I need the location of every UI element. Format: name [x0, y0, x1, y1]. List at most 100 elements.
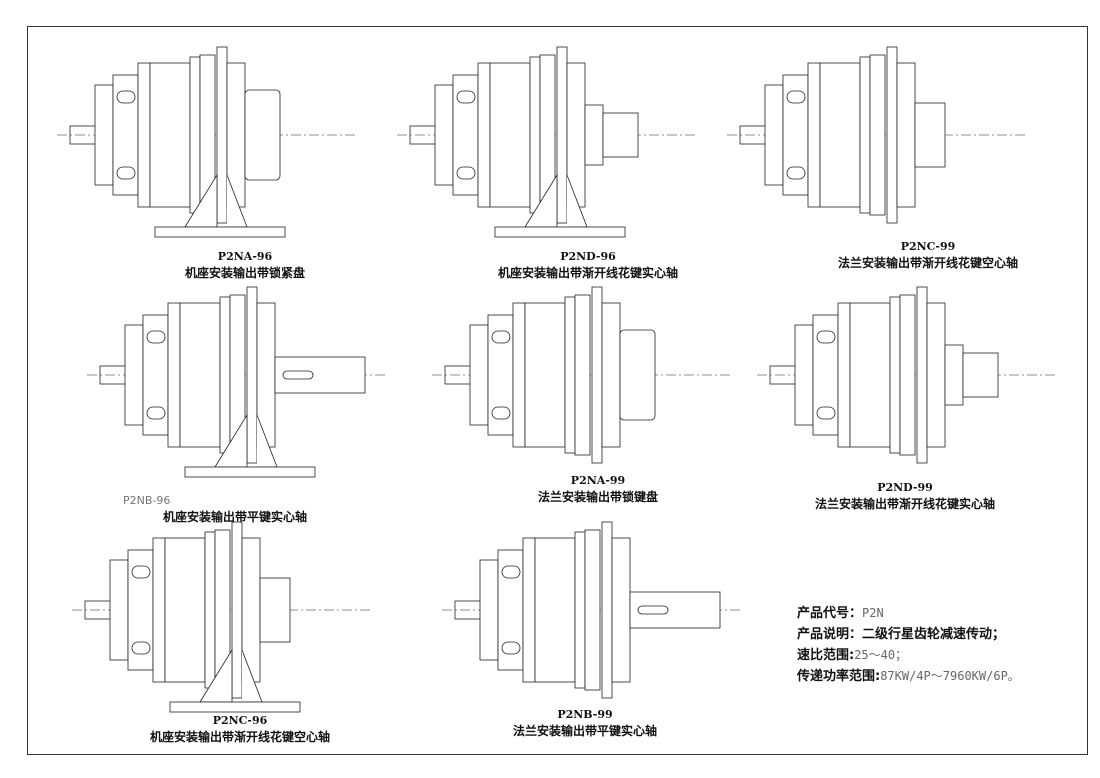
output-housing: [611, 537, 631, 683]
model-description: 机座安装输出带锁紧盘: [184, 266, 306, 280]
housing-section: [189, 56, 201, 214]
flange-plate: [216, 46, 228, 224]
lifting-lug: [456, 166, 476, 180]
model-description: 法兰安装输出带锁键盘: [537, 490, 659, 504]
power-label: 传递功率范围:: [797, 669, 881, 684]
power-value: 87KW/4P～7960KW/6P。: [880, 669, 1020, 683]
lifting-lug: [116, 90, 136, 104]
gearbox-p2nc-96: [72, 521, 370, 713]
housing-section: [477, 62, 491, 208]
lifting-lug: [816, 406, 836, 420]
housing-section: [529, 56, 541, 214]
model-description: 法兰安装输出带渐开线花键实心轴: [814, 497, 996, 511]
output-hub: [944, 344, 964, 406]
housing-section: [859, 56, 871, 214]
caption-p2na-96: P2NA-96 机座安装输出带锁紧盘: [185, 248, 305, 282]
lifting-lug: [501, 641, 521, 655]
foot-base: [494, 226, 626, 238]
lifting-lug: [131, 565, 151, 579]
lifting-lug: [456, 90, 476, 104]
housing-section: [479, 559, 499, 661]
lifting-lug: [146, 330, 166, 344]
housing-section: [219, 296, 231, 454]
model-code: P2NA-96: [217, 250, 273, 263]
housing-section: [512, 302, 526, 448]
shrink-disc: [619, 329, 656, 421]
housing-section: [469, 324, 489, 426]
key: [282, 370, 314, 380]
model-description: 法兰安装输出带平键实心轴: [512, 724, 658, 738]
foot-base: [169, 701, 301, 713]
housing-section: [109, 559, 129, 661]
lifting-lug: [501, 565, 521, 579]
housing-section: [869, 54, 886, 216]
housing-section: [489, 62, 531, 208]
shrink-disc: [244, 89, 281, 181]
housing-section: [434, 84, 454, 186]
housing-section: [164, 537, 206, 683]
housing-section: [899, 294, 916, 456]
housing-section: [204, 531, 216, 689]
lifting-lug: [786, 166, 806, 180]
output-housing: [896, 62, 916, 208]
flange-plate: [556, 46, 568, 224]
ratio-label: 速比范围:: [797, 648, 855, 663]
housing-section: [524, 302, 566, 448]
housing-section: [179, 302, 221, 448]
hollow-shaft: [914, 102, 946, 168]
flange-plate: [886, 46, 898, 224]
flange-plate: [246, 286, 258, 464]
housing-section: [564, 296, 576, 454]
housing-section: [522, 537, 536, 683]
foot-base: [184, 466, 316, 478]
housing-section: [534, 537, 576, 683]
model-description: 法兰安装输出带渐开线花键空心轴: [837, 256, 1019, 270]
lifting-lug: [816, 330, 836, 344]
caption-p2nd-99: P2ND-99 法兰安装输出带渐开线花键实心轴: [815, 479, 995, 513]
product-info: 产品代号：P2N 产品说明：二级行星齿轮减速传动； 速比范围:25～40； 传递…: [797, 603, 1020, 687]
key: [637, 605, 669, 615]
flange-plate: [231, 521, 243, 699]
housing-section: [819, 62, 861, 208]
housing-section: [837, 302, 851, 448]
housing-section: [764, 84, 784, 186]
gearbox-p2nb-96: [87, 286, 385, 478]
model-code: P2NC-96: [212, 714, 268, 727]
housing-section: [584, 529, 601, 691]
housing-section: [807, 62, 821, 208]
lifting-lug: [146, 406, 166, 420]
model-description: 机座安装输出带渐开线花键空心轴: [149, 730, 331, 744]
product-code-label: 产品代号：: [797, 606, 863, 621]
model-code: P2NB-96: [122, 494, 171, 507]
spline-shaft: [602, 112, 639, 158]
housing-section: [574, 531, 586, 689]
gearbox-p2nd-99: [757, 286, 1055, 464]
caption-p2nb-96: P2NB-96 机座安装输出带平键实心轴: [123, 492, 308, 526]
gearbox-p2nb-99: [442, 521, 740, 699]
housing-section: [94, 84, 114, 186]
product-code-line: 产品代号：P2N: [797, 603, 1020, 624]
flange-plate: [916, 286, 928, 464]
model-code: P2NC-99: [900, 240, 956, 253]
foot-base: [154, 226, 286, 238]
lifting-lug: [491, 330, 511, 344]
housing-section: [574, 294, 591, 456]
housing-section: [137, 62, 151, 208]
product-description: 产品说明：二级行星齿轮减速传动；: [797, 627, 1006, 642]
gearbox-p2nc-99: [727, 46, 1025, 224]
lifting-lug: [131, 641, 151, 655]
model-code: P2NB-99: [557, 708, 613, 721]
model-code: P2ND-96: [560, 250, 616, 263]
output-hub: [584, 104, 604, 166]
housing-section: [152, 537, 166, 683]
hollow-shaft: [259, 577, 291, 643]
lifting-lug: [116, 166, 136, 180]
ratio-line: 速比范围:25～40；: [797, 645, 1020, 666]
flange-plate: [591, 286, 603, 464]
caption-p2na-99: P2NA-99 法兰安装输出带锁键盘: [538, 472, 658, 506]
product-code-value: P2N: [862, 606, 884, 620]
model-description: 机座安装输出带平键实心轴: [162, 510, 308, 524]
lifting-lug: [491, 406, 511, 420]
housing-section: [794, 324, 814, 426]
